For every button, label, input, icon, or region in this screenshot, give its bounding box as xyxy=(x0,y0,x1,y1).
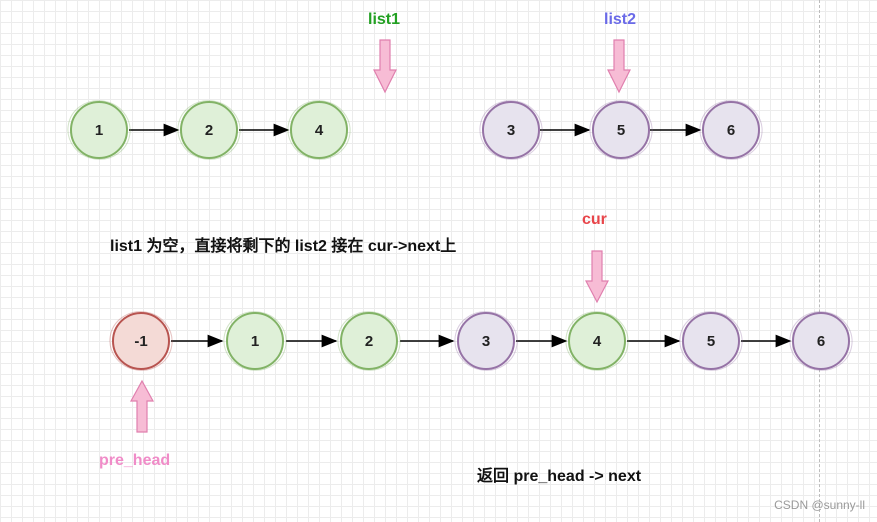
list2-node: 6 xyxy=(702,101,760,159)
pre-head-pointer-arrow xyxy=(129,379,155,433)
node-value: 3 xyxy=(481,332,491,350)
step-note: list1 为空，直接将剩下的 list2 接在 cur->next上 xyxy=(110,238,457,255)
list1-node: 1 xyxy=(70,101,128,159)
merged-node: 4 xyxy=(568,312,626,370)
list2-node: 5 xyxy=(592,101,650,159)
list2-pointer-label: list2 xyxy=(604,11,637,28)
node-value: 1 xyxy=(250,332,260,350)
cur-pointer-arrow xyxy=(585,250,609,304)
pre-head-pointer-label: pre_head xyxy=(99,452,171,469)
merged-node: 3 xyxy=(457,312,515,370)
merged-node: 1 xyxy=(226,312,284,370)
list2-pointer-arrow xyxy=(607,39,631,94)
merged-node-pre-head: -1 xyxy=(112,312,170,370)
dashed-guide-line xyxy=(819,0,820,522)
node-value: 5 xyxy=(706,332,716,350)
node-value: 5 xyxy=(616,121,626,139)
watermark: CSDN @sunny-ll xyxy=(774,498,865,512)
node-value: 6 xyxy=(816,332,826,350)
node-value: -1 xyxy=(134,332,148,350)
merged-node: 6 xyxy=(792,312,850,370)
cur-pointer-label: cur xyxy=(582,211,607,228)
merged-node: 5 xyxy=(682,312,740,370)
list1-node: 2 xyxy=(180,101,238,159)
list2-node: 3 xyxy=(482,101,540,159)
node-value: 4 xyxy=(592,332,602,350)
node-value: 1 xyxy=(94,121,104,139)
merged-node: 2 xyxy=(340,312,398,370)
list1-pointer-arrow xyxy=(373,39,397,94)
node-value: 2 xyxy=(364,332,374,350)
list1-pointer-label: list1 xyxy=(368,11,401,28)
node-value: 4 xyxy=(314,121,324,139)
node-value: 6 xyxy=(726,121,736,139)
list1-node: 4 xyxy=(290,101,348,159)
node-value: 2 xyxy=(204,121,214,139)
result-note: 返回 pre_head -> next xyxy=(477,468,642,485)
node-value: 3 xyxy=(506,121,516,139)
